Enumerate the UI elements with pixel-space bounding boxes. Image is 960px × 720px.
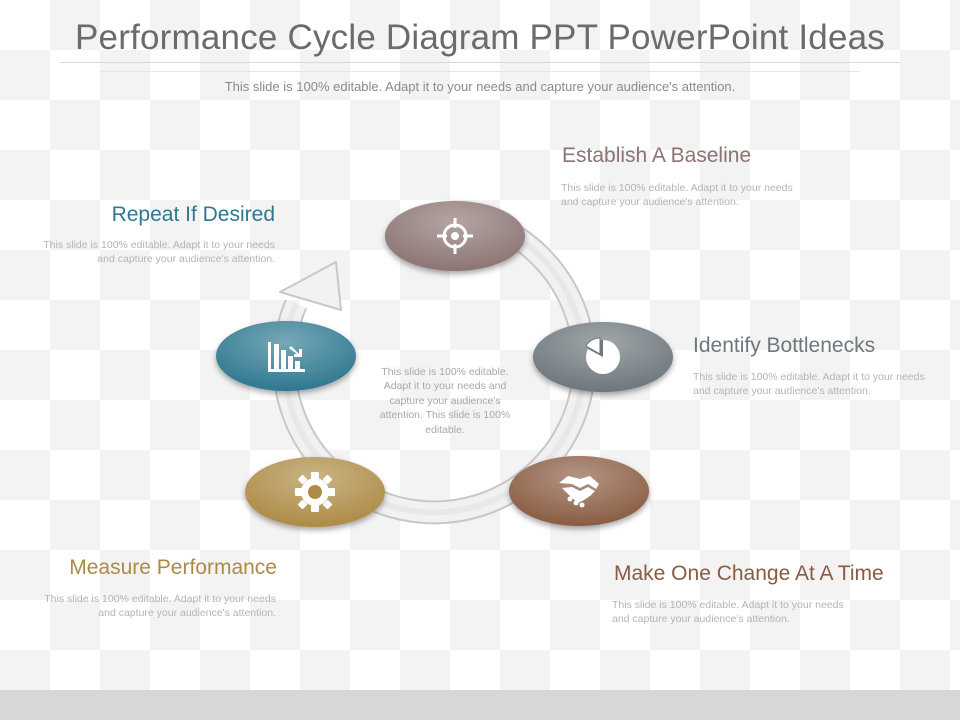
pie-chart-icon xyxy=(585,337,620,374)
title-divider xyxy=(60,62,900,63)
bar-chart-down-icon xyxy=(268,342,305,372)
bottom-bar xyxy=(0,690,960,720)
slide-subtitle: This slide is 100% editable. Adapt it to… xyxy=(224,79,736,94)
text-repeat-if-desired: This slide is 100% editable. Adapt it to… xyxy=(43,239,275,265)
slide-title: Performance Cycle Diagram PPT PowerPoint… xyxy=(75,18,885,57)
heading-repeat-if-desired: Repeat If Desired xyxy=(111,203,275,226)
cycle-arrow-tip xyxy=(279,261,342,311)
text-establish-baseline: This slide is 100% editable. Adapt it to… xyxy=(561,182,793,208)
heading-measure-performance: Measure Performance xyxy=(69,556,277,579)
handshake-icon xyxy=(559,476,599,508)
target-icon xyxy=(437,218,473,254)
node-repeat-if-desired xyxy=(216,321,356,391)
title-divider-inner xyxy=(100,71,860,72)
node-measure-performance xyxy=(245,457,385,527)
center-text: This slide is 100% editable. Adapt it to… xyxy=(379,366,511,436)
cycle-ring xyxy=(272,225,597,525)
text-identify-bottlenecks: This slide is 100% editable. Adapt it to… xyxy=(693,371,925,397)
node-identify-bottlenecks xyxy=(533,322,673,392)
node-make-one-change xyxy=(509,456,649,526)
heading-identify-bottlenecks: Identify Bottlenecks xyxy=(693,334,876,357)
text-make-one-change: This slide is 100% editable. Adapt it to… xyxy=(612,599,844,625)
gear-icon xyxy=(295,472,335,512)
node-establish-baseline xyxy=(385,201,525,271)
heading-make-one-change: Make One Change At A Time xyxy=(614,562,884,585)
heading-establish-baseline: Establish A Baseline xyxy=(562,144,752,167)
text-measure-performance: This slide is 100% editable. Adapt it to… xyxy=(44,593,276,619)
